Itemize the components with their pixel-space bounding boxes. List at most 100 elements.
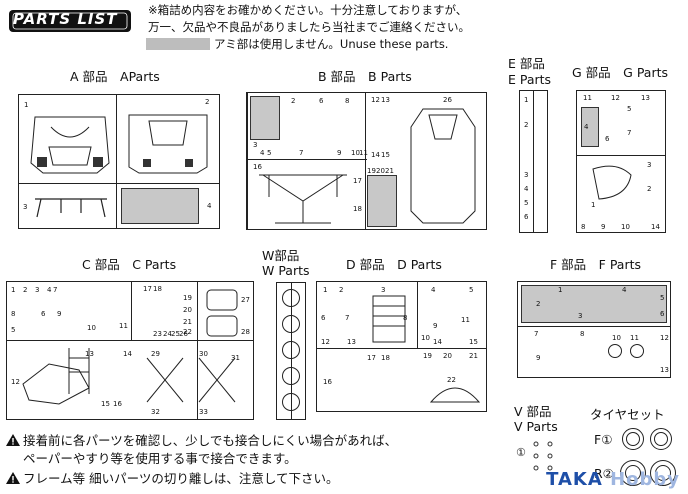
part-num-g2: 2 (647, 185, 652, 193)
wheel-w3 (282, 341, 300, 359)
part-num-g3: 3 (647, 161, 652, 169)
warning-line-3: フレーム等 細いパーツの切り離しは、注意して下さい。 (6, 470, 338, 488)
part-num-c23: 23 (153, 330, 162, 338)
unused-area-g4 (581, 107, 599, 147)
part-num-c30: 30 (199, 350, 208, 358)
part-num-e2: 2 (524, 121, 529, 129)
part-num-f4: 4 (622, 286, 627, 294)
part-num-c4: 4 (47, 286, 52, 294)
part-num-c24: 24 (163, 330, 172, 338)
sprue-e: 1 2 3 4 5 6 (519, 90, 548, 233)
part-num-c27: 27 (241, 296, 250, 304)
warning-text-1: 接着前に各パーツを確認し、少しでも接合しにくい場合があれば、 (23, 433, 398, 448)
wheel-w4 (282, 367, 300, 385)
wheel-w2 (282, 315, 300, 333)
section-label-e-jp: E 部品 (508, 56, 545, 71)
part-num-c9: 9 (57, 310, 62, 318)
part-num-g9: 9 (601, 223, 606, 231)
part-num-g5: 5 (627, 105, 632, 113)
part-num-a4: 4 (207, 202, 212, 210)
part-num-b15: 15 (381, 151, 390, 159)
part-num-v1: ① (516, 446, 526, 459)
part-num-d9: 9 (433, 322, 438, 330)
part-num-b13: 13 (381, 96, 390, 104)
part-num-d17: 17 (367, 354, 376, 362)
tire-front-right (650, 428, 672, 450)
part-num-d21: 21 (469, 352, 478, 360)
section-label-w-jp: W部品 (262, 248, 300, 263)
section-label-a: A 部品 AParts (70, 69, 160, 84)
section-label-c: C 部品 C Parts (82, 257, 177, 272)
sprue-d: 1 2 3 4 5 6 7 8 9 10 11 12 13 14 15 16 1… (316, 281, 487, 412)
warning-line-1: 接着前に各パーツを確認し、少しでも接合しにくい場合があれば、 (6, 432, 397, 450)
part-num-e3: 3 (524, 171, 529, 179)
part-num-f10: 10 (612, 334, 621, 342)
engine-part-d3 (372, 295, 406, 343)
frame-part-b16 (259, 174, 347, 224)
part-num-d3: 3 (381, 286, 386, 294)
part-num-a3: 3 (23, 203, 28, 211)
part-num-b11: 11 (359, 149, 368, 157)
part-num-c32: 32 (151, 408, 160, 416)
warning-text-3: フレーム等 細いパーツの切り離しは、注意して下さい。 (23, 471, 339, 486)
part-num-b26: 26 (443, 96, 452, 104)
part-num-d2: 2 (339, 286, 344, 294)
part-num-c17: 17 (143, 285, 152, 293)
warning-text-2: ペーパーやすり等を使用する事で接合できます。 (23, 451, 297, 466)
window-part-g1 (592, 165, 632, 200)
part-num-f5: 5 (660, 294, 665, 302)
part-num-c12: 12 (11, 378, 20, 386)
wheel-w1 (282, 289, 300, 307)
part-num-c19: 19 (183, 294, 192, 302)
section-label-f: F 部品 F Parts (550, 257, 642, 272)
part-num-a1: 1 (24, 101, 29, 109)
sprue-w (276, 282, 306, 420)
part-num-b9: 9 (337, 149, 342, 157)
unused-area-b2 (367, 175, 397, 227)
section-label-b: B 部品 B Parts (318, 69, 412, 84)
part-num-c8: 8 (11, 310, 16, 318)
section-label-g: G 部品 G Parts (572, 65, 669, 80)
part-num-c5: 5 (11, 326, 16, 334)
seat-part-c27 (206, 289, 238, 337)
tire-rear-right (650, 460, 676, 486)
part-num-d6: 6 (321, 314, 326, 322)
vent-parts-v (533, 441, 553, 471)
part-num-g8: 8 (581, 223, 586, 231)
part-num-d15: 15 (469, 338, 478, 346)
sprue-c: 1 2 3 4 8 5 6 7 9 10 11 12 13 14 15 16 1… (6, 281, 254, 420)
part-num-c26: 26 (179, 330, 188, 338)
part-num-d22: 22 (447, 376, 456, 384)
part-num-c18: 18 (153, 285, 162, 293)
section-label-d: D 部品 D Parts (346, 257, 442, 272)
part-num-f1: 1 (558, 286, 563, 294)
part-num-d5: 5 (469, 286, 474, 294)
part-num-b21: 21 (385, 167, 394, 175)
warning-icon (6, 434, 20, 446)
unused-area-b1 (250, 96, 280, 140)
part-num-b20: 20 (376, 167, 385, 175)
part-num-c6: 6 (41, 310, 46, 318)
body-part-a1 (30, 116, 110, 174)
part-num-f9: 9 (536, 354, 541, 362)
sprue-b: 3 4 5 2 6 8 7 9 10 11 16 17 18 12 13 14 … (246, 92, 487, 230)
tire-rear-right-inner (655, 465, 671, 481)
part-num-b17: 17 (353, 177, 362, 185)
part-num-c33: 33 (199, 408, 208, 416)
part-num-g12: 12 (611, 94, 620, 102)
part-num-c1: 1 (11, 286, 16, 294)
part-num-b4: 4 (260, 149, 265, 157)
part-num-d4: 4 (431, 286, 436, 294)
part-num-g1: 1 (591, 201, 596, 209)
frame-part-c12 (22, 348, 90, 405)
part-num-e5: 5 (524, 199, 529, 207)
part-num-c10: 10 (87, 324, 96, 332)
tire-rear-left-inner (625, 465, 641, 481)
part-num-c31: 31 (231, 354, 240, 362)
hub-part-f11 (630, 344, 644, 358)
part-num-e1: 1 (524, 96, 529, 104)
part-num-b16: 16 (253, 163, 262, 171)
note-line-3: アミ部は使用しません。Unuse these parts. (214, 37, 449, 51)
part-num-d14: 14 (433, 338, 442, 346)
part-num-f2: 2 (536, 300, 541, 308)
